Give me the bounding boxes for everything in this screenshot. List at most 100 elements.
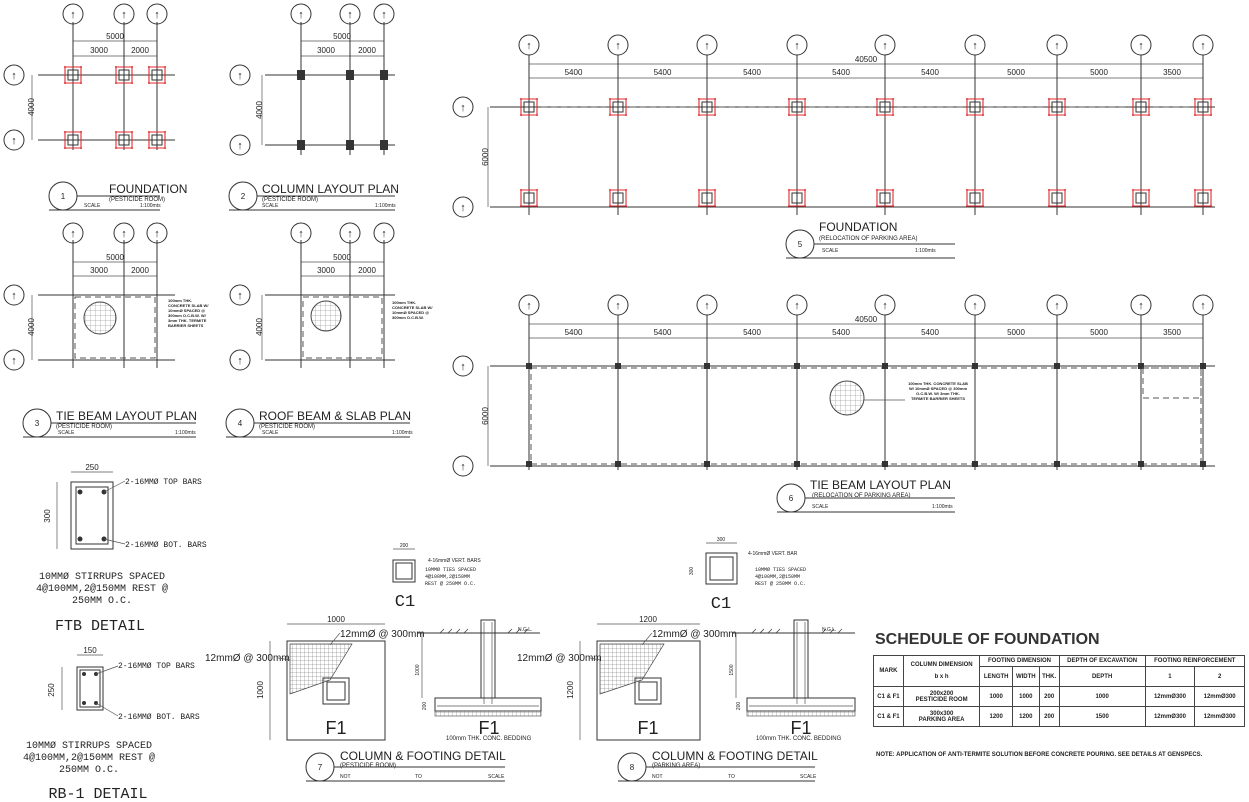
grid-marker-arrow: ↑ [882, 40, 888, 52]
rb1-stirrups-2: 4@100MM,2@150MM REST @ [23, 752, 155, 764]
grid-marker-arrow: ↑ [1200, 300, 1206, 312]
beam-marks: ↑↑↑↑↑↑↑↑↑↑↑ [452, 294, 1214, 477]
grid-marker-arrow: ↑ [972, 300, 978, 312]
grid-bubble: ↑ [696, 294, 718, 316]
cell-mark: C1 & F1 [873, 686, 904, 707]
panel-subtitle: (PESTICIDE ROOM) [340, 763, 396, 769]
panel-number: 2 [241, 192, 246, 201]
scale-to: TO [415, 774, 422, 780]
footing-mark [520, 189, 538, 207]
grid-bubble: ↑ [229, 349, 251, 371]
grid-marker-arrow: ↑ [347, 9, 353, 21]
grid-bubble: ↑ [518, 34, 540, 56]
footing-mark [520, 98, 538, 116]
panel-subtitle: (PARKING AREA) [652, 763, 700, 769]
cell-r2: 12mmØ300 [1194, 706, 1245, 727]
grid-bubble: ↑ [3, 349, 25, 371]
grid-bubble: ↑ [1130, 294, 1152, 316]
grid-marker-arrow: ↑ [615, 40, 621, 52]
grid-bubble: ↑ [373, 3, 395, 25]
ngl-label: N.G.L. [822, 627, 836, 633]
footing-mark [876, 98, 894, 116]
grid-bubble: ↑ [62, 222, 84, 244]
dim-v: 6000 [481, 148, 490, 166]
cell-depth: 1000 [1058, 686, 1146, 707]
thk-dim: 200 [736, 702, 742, 711]
grid-bubble: ↑ [518, 294, 540, 316]
grid-marker-arrow: ↑ [237, 140, 243, 152]
grid-bubble: ↑ [290, 222, 312, 244]
grid-marker-arrow: ↑ [704, 40, 710, 52]
grid-marker-arrow: ↑ [347, 228, 353, 240]
c1b-ties-2: 4@100MM,2@150MM [755, 574, 800, 580]
grid-bubble: ↑ [964, 34, 986, 56]
rb1-stirrups-1: 10MMØ STIRRUPS SPACED [26, 740, 152, 752]
span-dim: 5000 [1090, 328, 1108, 337]
grid-marker-arrow: ↑ [794, 40, 800, 52]
c1b-ties-3: REST @ 250MM O.C. [755, 581, 806, 587]
c1b-ties-1: 10MMØ TIES SPACED [755, 566, 806, 573]
grid-marker-arrow: ↑ [154, 9, 160, 21]
rb1-top-bars: 2-16MMØ TOP BARS [118, 662, 195, 671]
panel-title: COLUMN & FOOTING DETAIL [340, 749, 506, 763]
th-r1: 1 [1144, 666, 1196, 687]
span-dim: 5400 [832, 328, 850, 337]
grid-bubble: ↑ [229, 64, 251, 86]
panel-subtitle: (PESTICIDE ROOM) [259, 424, 315, 430]
grid-marker-arrow: ↑ [237, 355, 243, 367]
panel-3-tie-beam: 5000 3000 2000 4000 100mm THK. CONCRETE … [22, 240, 208, 438]
c1a-ties-1: 10MMØ TIES SPACED [425, 566, 476, 573]
grid-bubble: ↑ [1192, 294, 1214, 316]
span-dim: 5400 [921, 68, 939, 77]
span-dim: 5400 [565, 328, 583, 337]
dim-a: 3000 [317, 46, 335, 55]
dim-b: 2000 [358, 266, 376, 275]
rb1-height: 250 [47, 683, 56, 697]
footing-mark [115, 66, 133, 84]
section-label: F1 [790, 718, 811, 738]
grid-marker-arrow: ↑ [615, 300, 621, 312]
dim-b: 2000 [131, 46, 149, 55]
grid-marker-arrow: ↑ [1054, 40, 1060, 52]
footing-label: F1 [325, 718, 346, 738]
panel-number: 8 [630, 763, 635, 772]
th-footing: FOOTING DIMENSION [979, 655, 1060, 667]
c1a-label: C1 [395, 593, 415, 612]
dim-b: 2000 [131, 266, 149, 275]
panel-subtitle: (RELOCATION OF PARKING AREA) [812, 493, 910, 499]
footing-mark [698, 98, 716, 116]
panel-1-foundation: 5000 3000 2000 4000 1 FOUNDATION (PESTIC… [27, 22, 187, 211]
footing-mark [609, 98, 627, 116]
footing-mark [876, 189, 894, 207]
dim-a: 3000 [90, 266, 108, 275]
dim-w: 1200 [639, 615, 657, 624]
grid-marker-arrow: ↑ [460, 202, 466, 214]
ftb-height: 300 [43, 509, 52, 523]
grid-bubble: ↑ [146, 222, 168, 244]
grid-bubble: ↑ [3, 129, 25, 151]
panel-subtitle: (PESTICIDE ROOM) [56, 424, 112, 430]
footing-marks: ↑↑↑↑↑↑↑↑↑↑↑ [452, 34, 1214, 218]
panel-number: 5 [798, 240, 803, 249]
footing-mark [788, 98, 806, 116]
dim-total: 40500 [855, 315, 878, 324]
grid-marker-arrow: ↑ [11, 355, 17, 367]
panel-number: 6 [789, 494, 794, 503]
grid-marker-arrow: ↑ [704, 300, 710, 312]
span-dim: 5000 [1007, 68, 1025, 77]
grid-bubble: ↑ [3, 64, 25, 86]
dim-total: 5000 [106, 253, 124, 262]
dim-total: 5000 [333, 253, 351, 262]
ngl-label: N.G.L. [518, 627, 532, 633]
grid-marker-arrow: ↑ [70, 228, 76, 240]
rb1-detail: 150 250 2-16MMØ TOP BARS 2-16MMØ BOT. BA… [23, 646, 200, 802]
dim-a: 3000 [317, 266, 335, 275]
grid-marker-arrow: ↑ [70, 9, 76, 21]
span-dim: 5400 [654, 328, 672, 337]
grid-marker-arrow: ↑ [121, 228, 127, 240]
cell-r1: 12mmØ300 [1144, 686, 1196, 707]
footing-label: F1 [637, 718, 658, 738]
